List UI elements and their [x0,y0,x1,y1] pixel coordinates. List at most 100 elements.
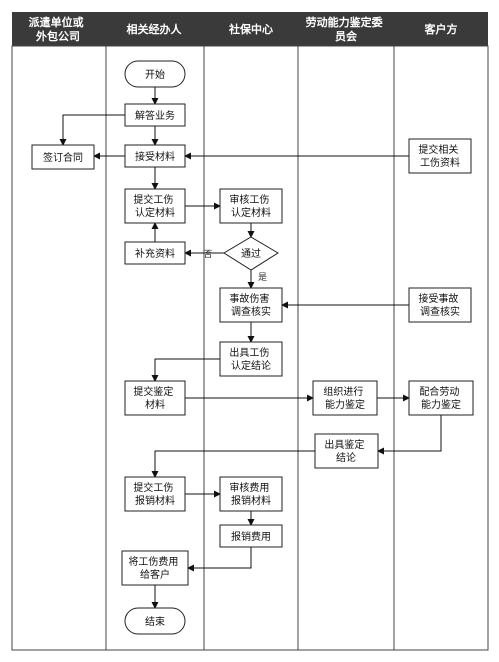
lane-outsourcing [11,45,107,651]
swimlanes [11,45,489,651]
node-label-line: 解答业务 [135,109,175,122]
node-shape [124,380,186,416]
node-label: 签订合同 [43,151,83,164]
node-label: 审核费用 报销材料 [229,481,272,507]
lane-client [393,45,489,651]
node-label-line: 工伤资料 [420,156,460,169]
node-cooperate: 配合劳动 能力鉴定 [408,380,474,416]
node-appraisal-conclusion: 出具鉴定 结论 [314,433,379,469]
lane-title-line: 派遣单位或 [29,15,84,29]
node-organize: 组织进行 能力鉴定 [312,380,378,416]
node-label: 开始 [145,68,165,81]
node-label-line: 组织进行 [323,385,363,398]
swimlane-headers: 派遣单位或 外包公司 相关经办人 社保中心 劳动能力鉴定委 员会 客户方 [12,12,488,46]
edge-appraisal-conclusion-submit-reimburse [151,450,315,478]
node-label: 通过 [241,247,261,260]
node-label-line: 报销材料 [135,494,175,507]
node-label-line: 开始 [145,68,165,81]
node-label-line: 材料 [145,398,165,411]
node-shape [408,138,472,174]
node-shape [31,144,95,170]
node-shape [314,433,379,469]
node-label-line: 审核费用 [229,481,269,494]
node-label: 事故伤害 调查核实 [229,292,272,318]
node-label-line: 结论 [336,451,356,464]
node-shape [219,524,283,548]
lane-title-line: 外包公司 [35,29,80,43]
node-label: 接受材料 [135,150,175,163]
lane-title-line: 客户方 [424,22,458,36]
node-label-line: 提交工伤 [133,481,173,494]
node-submit-appraisal: 提交鉴定 材料 [124,380,186,416]
lane-title-line: 社保中心 [228,22,273,36]
node-shape [121,550,189,586]
node-label-line: 事故伤害 [229,292,269,305]
node-label: 组织进行 能力鉴定 [323,385,366,411]
node-shape [223,236,279,271]
node-label-line: 给客户 [140,568,170,581]
node-label-line: 能力鉴定 [421,398,461,411]
node-contract: 签订合同 [31,144,95,170]
node-receive: 接受材料 [124,144,186,168]
node-label-line: 通过 [241,247,261,260]
node-label-line: 提交鉴定 [133,385,173,398]
edge-answer-contract [59,114,125,146]
node-review-injury: 审核工伤 认定材料 [219,188,283,224]
node-end: 结束 [124,607,186,635]
lane-title-appraisal-committee: 劳动能力鉴定委 员会 [306,15,387,43]
lane-title-line: 相关经办人 [127,22,183,36]
node-label: 提交鉴定 材料 [133,385,176,411]
node-shape [219,476,283,512]
edges [59,87,442,609]
node-label-line: 提交工伤 [133,193,173,206]
node-label: 审核工伤 认定材料 [229,193,272,219]
lane-title-line: 员会 [335,29,358,43]
node-label: 结束 [145,615,165,628]
header-bar [12,12,488,46]
node-label: 报销费用 [231,530,271,543]
node-label-line: 提交相关 [418,143,458,156]
node-label-line: 接受事故 [418,292,458,305]
node-shape [124,188,186,224]
node-pass-decision: 通过 [223,236,279,271]
node-label: 配合劳动 能力鉴定 [419,385,462,411]
node-label-line: 接受材料 [135,150,175,163]
node-label-line: 能力鉴定 [325,398,365,411]
node-shape [124,60,186,88]
edge-label-no: 否 [203,249,212,260]
node-investigate: 事故伤害 调查核实 [219,287,283,323]
node-label-line: 认定材料 [135,206,175,219]
node-answer: 解答业务 [124,103,186,127]
node-label-line: 认定材料 [231,206,271,219]
node-review-reimburse: 审核费用 报销材料 [219,476,283,512]
lane-title-social-security: 社保中心 [228,22,273,36]
node-label-line: 配合劳动 [419,385,459,398]
node-label-line: 将工伤费用 [128,555,178,568]
node-label: 接受事故 调查核实 [418,292,461,318]
node-label: 提交相关 工伤资料 [418,143,461,169]
node-shape [219,188,283,224]
node-label: 补充资料 [135,247,175,260]
node-client-submit: 提交相关 工伤资料 [408,138,472,174]
node-supplement: 补充资料 [124,241,186,265]
node-reimburse: 报销费用 [219,524,283,548]
node-start: 开始 [124,60,186,88]
node-label: 将工伤费用 给客户 [128,555,181,581]
node-submit-reimburse: 提交工伤 报销材料 [124,476,186,512]
node-label-line: 结束 [145,615,165,628]
edge-conclusion-submit-appraisal [151,358,220,382]
node-client-investigate: 接受事故 调查核实 [408,287,472,323]
node-shape [408,380,474,416]
lane-title-handler: 相关经办人 [127,22,183,36]
lane-title-client: 客户方 [424,22,458,36]
node-shape [124,241,186,265]
node-label-line: 审核工伤 [229,193,269,206]
node-shape [124,607,186,635]
node-shape [219,287,283,323]
node-label: 出具工伤 认定结论 [229,346,272,372]
node-label-line: 出具工伤 [229,346,269,359]
lane-appraisal-committee [297,45,395,651]
node-shape [124,103,186,127]
node-label: 解答业务 [135,109,175,122]
